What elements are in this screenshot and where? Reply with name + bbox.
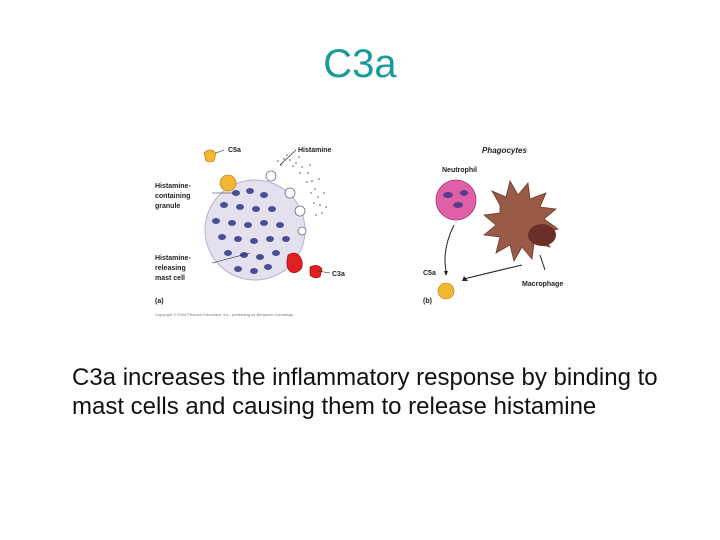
label-c5a-b: C5a	[423, 270, 436, 277]
label-neutrophil: Neutrophil	[442, 167, 477, 174]
neutrophil	[436, 180, 476, 220]
macrophage	[484, 181, 558, 261]
figure-credit: Copyright © 2004 Pearson Education, Inc.…	[155, 312, 293, 317]
arrow-head-1	[444, 271, 448, 276]
c5a-receptor-b	[438, 283, 454, 299]
panel-b: Phagocytes Neutrophil C5a Macrophage	[423, 146, 563, 305]
label-mast-1: Histamine-	[155, 255, 191, 262]
c5a-receptor	[220, 175, 236, 191]
label-mast-2: releasing	[155, 265, 186, 272]
c3a-receptor	[287, 253, 302, 273]
label-phagocytes: Phagocytes	[482, 146, 527, 155]
label-granule-3: granule	[155, 203, 180, 210]
panel-a-label: (a)	[155, 298, 164, 305]
label-macrophage: Macrophage	[522, 281, 563, 288]
macrophage-nucleus	[528, 224, 556, 246]
label-c3a: C3a	[332, 271, 345, 278]
label-granule-2: containing	[155, 193, 190, 200]
slide-title: C3a	[0, 42, 720, 87]
figure-svg: C5a Histamine Histamine- containing gran…	[150, 135, 590, 325]
label-histamine: Histamine	[298, 147, 332, 154]
label-mast-3: mast cell	[155, 275, 185, 282]
label-c5a-a: C5a	[228, 147, 241, 154]
c5a-ligand	[204, 150, 216, 162]
label-granule-1: Histamine-	[155, 183, 191, 190]
slide-body-text: C3a increases the inflammatory response …	[72, 363, 662, 421]
complement-figure: C5a Histamine Histamine- containing gran…	[150, 135, 590, 325]
panel-a: C5a Histamine Histamine- containing gran…	[155, 147, 345, 317]
panel-b-label: (b)	[423, 298, 432, 305]
